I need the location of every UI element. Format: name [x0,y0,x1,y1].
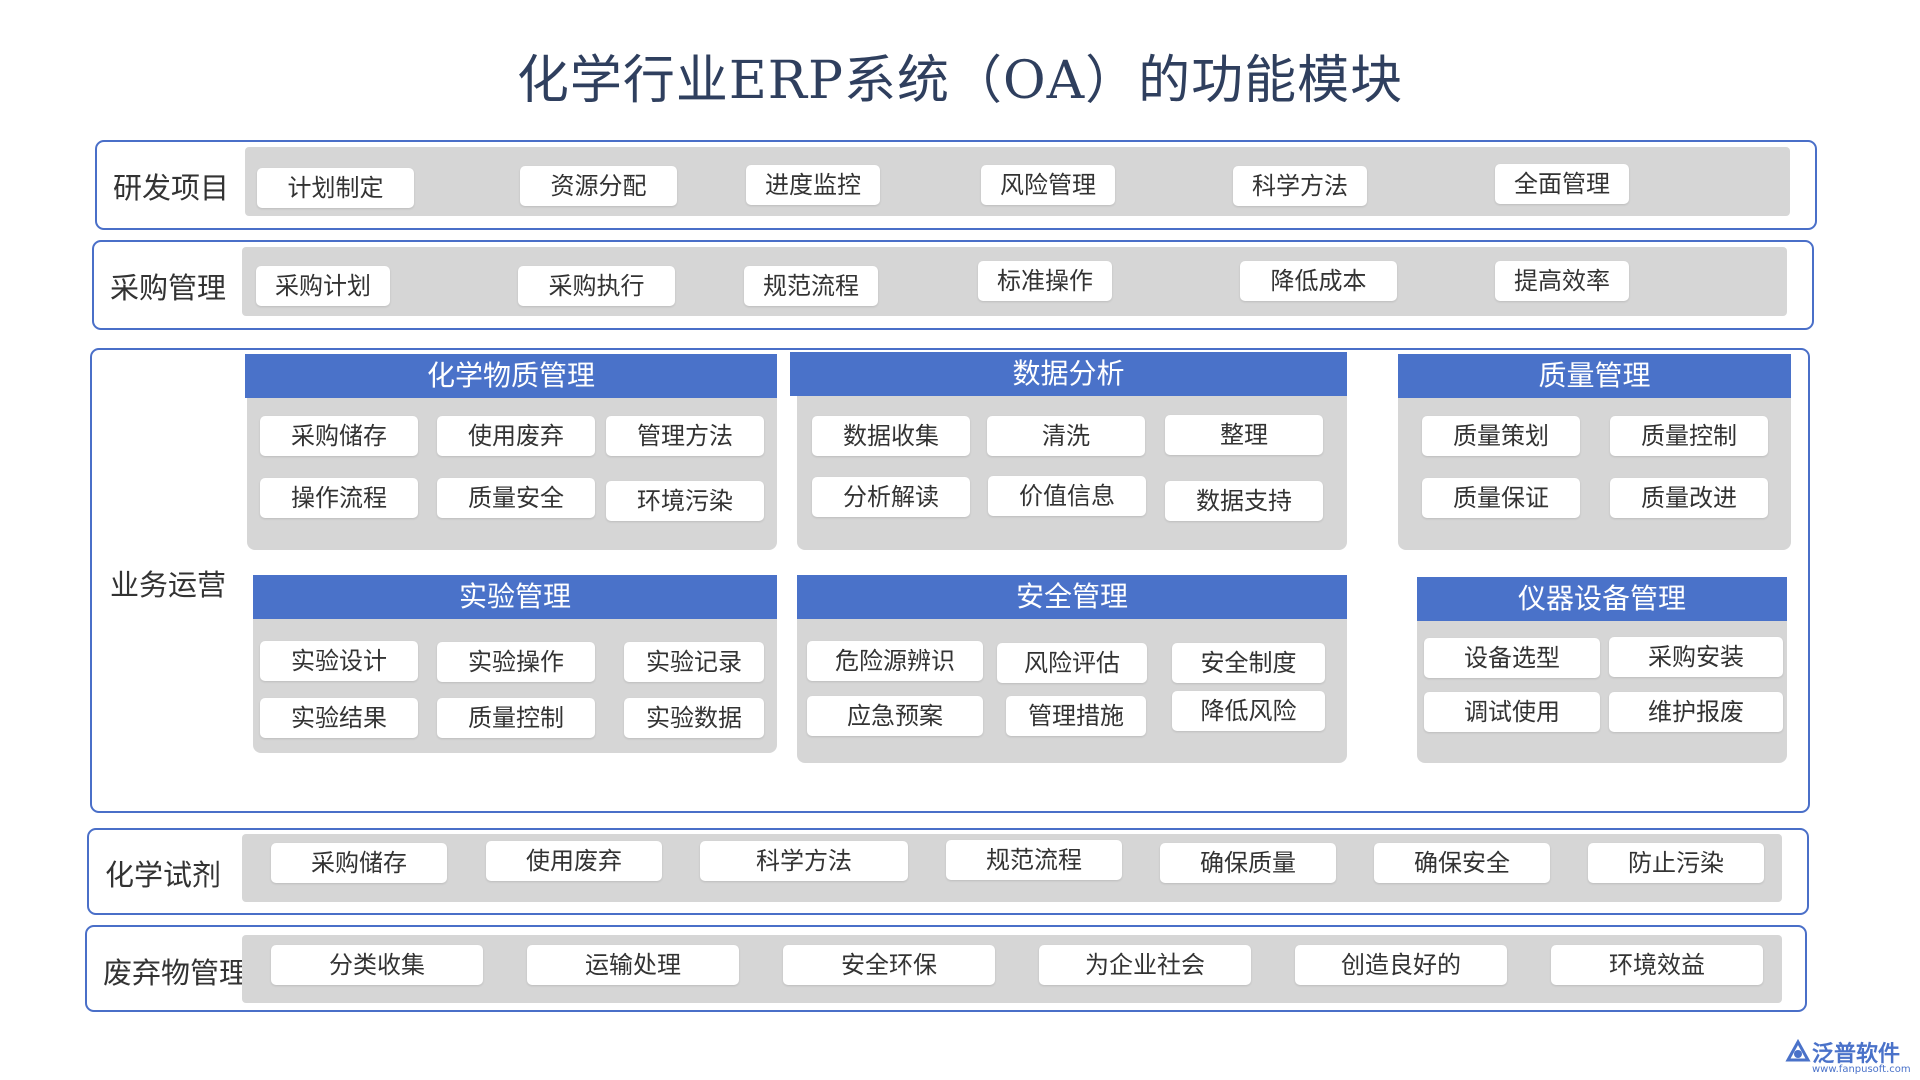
chip-reagent-5: 确保质量 [1160,843,1336,883]
panel-data [797,385,1347,550]
chip-chemical-5: 质量安全 [437,478,595,518]
chip-safety-3: 安全制度 [1172,643,1325,683]
brand-name: 泛普软件 [1812,1042,1901,1067]
panel-safety [797,603,1347,763]
chip-purchase-6: 提高效率 [1495,261,1629,301]
chip-waste-1: 分类收集 [271,945,483,985]
chip-experiment-6: 实验数据 [624,698,764,738]
chip-research-4: 风险管理 [981,165,1115,205]
chip-equipment-3: 调试使用 [1424,692,1600,732]
chip-chemical-2: 使用废弃 [437,416,595,456]
chip-chemical-3: 管理方法 [606,416,764,456]
chip-safety-1: 危险源辨识 [807,641,983,681]
chip-chemical-6: 环境污染 [606,481,764,521]
chip-purchase-3: 规范流程 [744,266,878,306]
chip-experiment-1: 实验设计 [260,641,418,681]
chip-research-5: 科学方法 [1233,166,1367,206]
chip-reagent-6: 确保安全 [1374,843,1550,883]
chip-purchase-1: 采购计划 [256,266,390,306]
chip-research-3: 进度监控 [746,165,880,205]
chip-equipment-4: 维护报废 [1609,692,1783,732]
row-label-operations: 业务运营 [110,568,227,602]
chip-quality-2: 质量控制 [1610,416,1768,456]
chip-data-6: 数据支持 [1165,481,1323,521]
chip-reagent-7: 防止污染 [1588,843,1764,883]
chip-reagent-1: 采购储存 [271,843,447,883]
panel-equipment [1417,605,1787,763]
row-label-purchase: 采购管理 [110,271,227,305]
chip-reagent-4: 规范流程 [946,840,1122,880]
chip-experiment-3: 实验记录 [624,642,764,682]
chip-experiment-5: 质量控制 [437,698,595,738]
brand-url: www.fanpusoft.com [1812,1064,1911,1075]
panel-title-data: 数据分析 [790,352,1347,396]
page-title: 化学行业ERP系统（OA）的功能模块 [516,51,1404,111]
chip-research-6: 全面管理 [1495,164,1629,204]
chip-purchase-5: 降低成本 [1240,261,1397,301]
panel-title-equipment: 仪器设备管理 [1417,577,1787,621]
chip-quality-1: 质量策划 [1422,416,1580,456]
chip-equipment-2: 采购安装 [1609,637,1783,677]
chip-experiment-4: 实验结果 [260,698,418,738]
row-label-reagent: 化学试剂 [105,858,222,892]
row-label-waste: 废弃物管理 [103,956,249,990]
chip-purchase-4: 标准操作 [978,261,1112,301]
chip-quality-4: 质量改进 [1610,478,1768,518]
panel-title-safety: 安全管理 [797,575,1347,619]
panel-title-chemical: 化学物质管理 [245,354,777,398]
chip-waste-3: 安全环保 [783,945,995,985]
chip-quality-3: 质量保证 [1422,478,1580,518]
chip-waste-5: 创造良好的 [1295,945,1507,985]
chip-data-3: 整理 [1165,415,1323,455]
panel-title-quality: 质量管理 [1398,354,1791,398]
chip-waste-6: 环境效益 [1551,945,1763,985]
chip-reagent-3: 科学方法 [700,841,908,881]
panel-title-experiment: 实验管理 [253,575,777,619]
chip-chemical-4: 操作流程 [260,478,418,518]
chip-waste-2: 运输处理 [527,945,739,985]
chip-purchase-2: 采购执行 [518,266,675,306]
chip-safety-4: 应急预案 [807,696,983,736]
chip-equipment-1: 设备选型 [1424,638,1600,678]
chip-safety-6: 降低风险 [1172,691,1325,731]
brand-logo: 泛普软件 www.fanpusoft.com [1784,1036,1914,1080]
chip-research-2: 资源分配 [520,166,677,206]
chip-data-5: 价值信息 [988,476,1146,516]
chip-research-1: 计划制定 [257,168,414,208]
chip-waste-4: 为企业社会 [1039,945,1251,985]
chip-data-2: 清洗 [987,416,1145,456]
band-waste [242,935,1782,1003]
panel-quality [1398,385,1791,550]
brand-logo-icon [1785,1038,1811,1062]
chip-data-4: 分析解读 [812,477,970,517]
chip-safety-5: 管理措施 [1006,696,1146,736]
chip-data-1: 数据收集 [812,416,970,456]
chip-experiment-2: 实验操作 [437,642,595,682]
chip-safety-2: 风险评估 [997,643,1147,683]
row-label-research: 研发项目 [113,171,230,205]
chip-chemical-1: 采购储存 [260,416,418,456]
chip-reagent-2: 使用废弃 [486,841,662,881]
panel-chemical [247,385,777,550]
